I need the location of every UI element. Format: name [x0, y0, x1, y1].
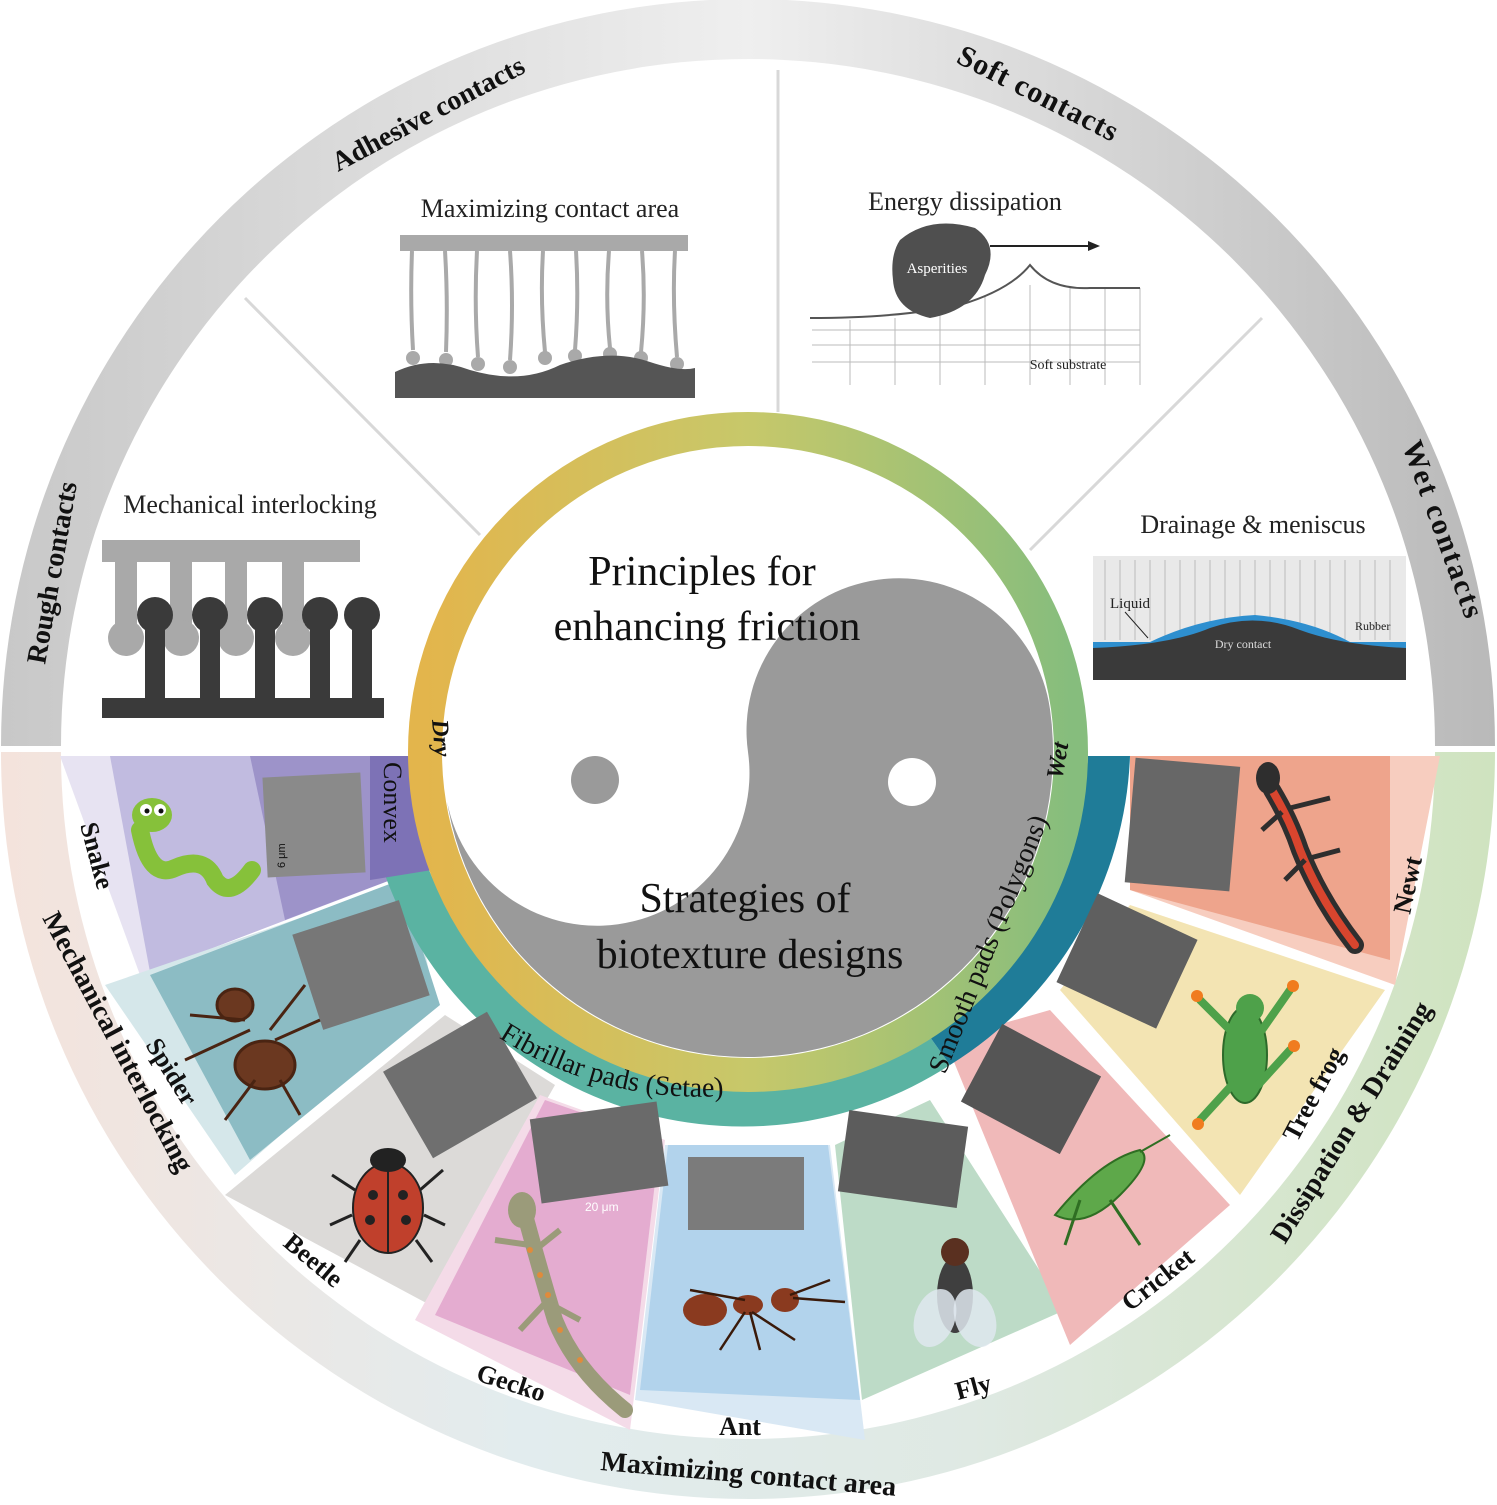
gecko-scale-label: 20 μm — [585, 1200, 619, 1214]
dry-contact-label: Dry contact — [1215, 637, 1272, 651]
mechanical-interlocking-figure — [102, 540, 384, 718]
gecko-micrograph — [530, 1102, 669, 1204]
strategies-line2: biotexture designs — [597, 932, 904, 978]
liquid-label: Liquid — [1110, 596, 1150, 612]
rubber-label: Rubber — [1355, 619, 1390, 633]
energy-dissipation-figure: Asperities Soft substrate — [810, 224, 1140, 385]
ant-label: Ant — [719, 1412, 761, 1441]
newt-micrograph — [1125, 758, 1240, 892]
snake-scale-label: 6 μm — [276, 843, 288, 868]
panel-drainage-title: Drainage & meniscus — [1140, 510, 1365, 539]
dot-white — [888, 758, 936, 806]
maximizing-contact-figure — [395, 235, 695, 398]
panel-mechanical-title: Mechanical interlocking — [123, 490, 376, 519]
fly-micrograph — [838, 1110, 968, 1208]
soft-substrate-label: Soft substrate — [1030, 358, 1107, 373]
convex-label: Convex — [378, 762, 407, 843]
asperities-label: Asperities — [907, 261, 968, 277]
principles-line1: Principles for — [588, 549, 815, 595]
ant-micrograph — [688, 1157, 804, 1230]
panel-energy-title: Energy dissipation — [868, 187, 1062, 216]
panel-maximizing-title: Maximizing contact area — [421, 194, 680, 223]
dry-label: Dry — [426, 717, 455, 758]
principles-line2: enhancing friction — [554, 604, 861, 650]
strategies-line1: Strategies of — [639, 876, 850, 922]
dot-gray — [571, 756, 619, 804]
drainage-meniscus-figure: Liquid Rubber Dry contact — [1093, 556, 1406, 680]
